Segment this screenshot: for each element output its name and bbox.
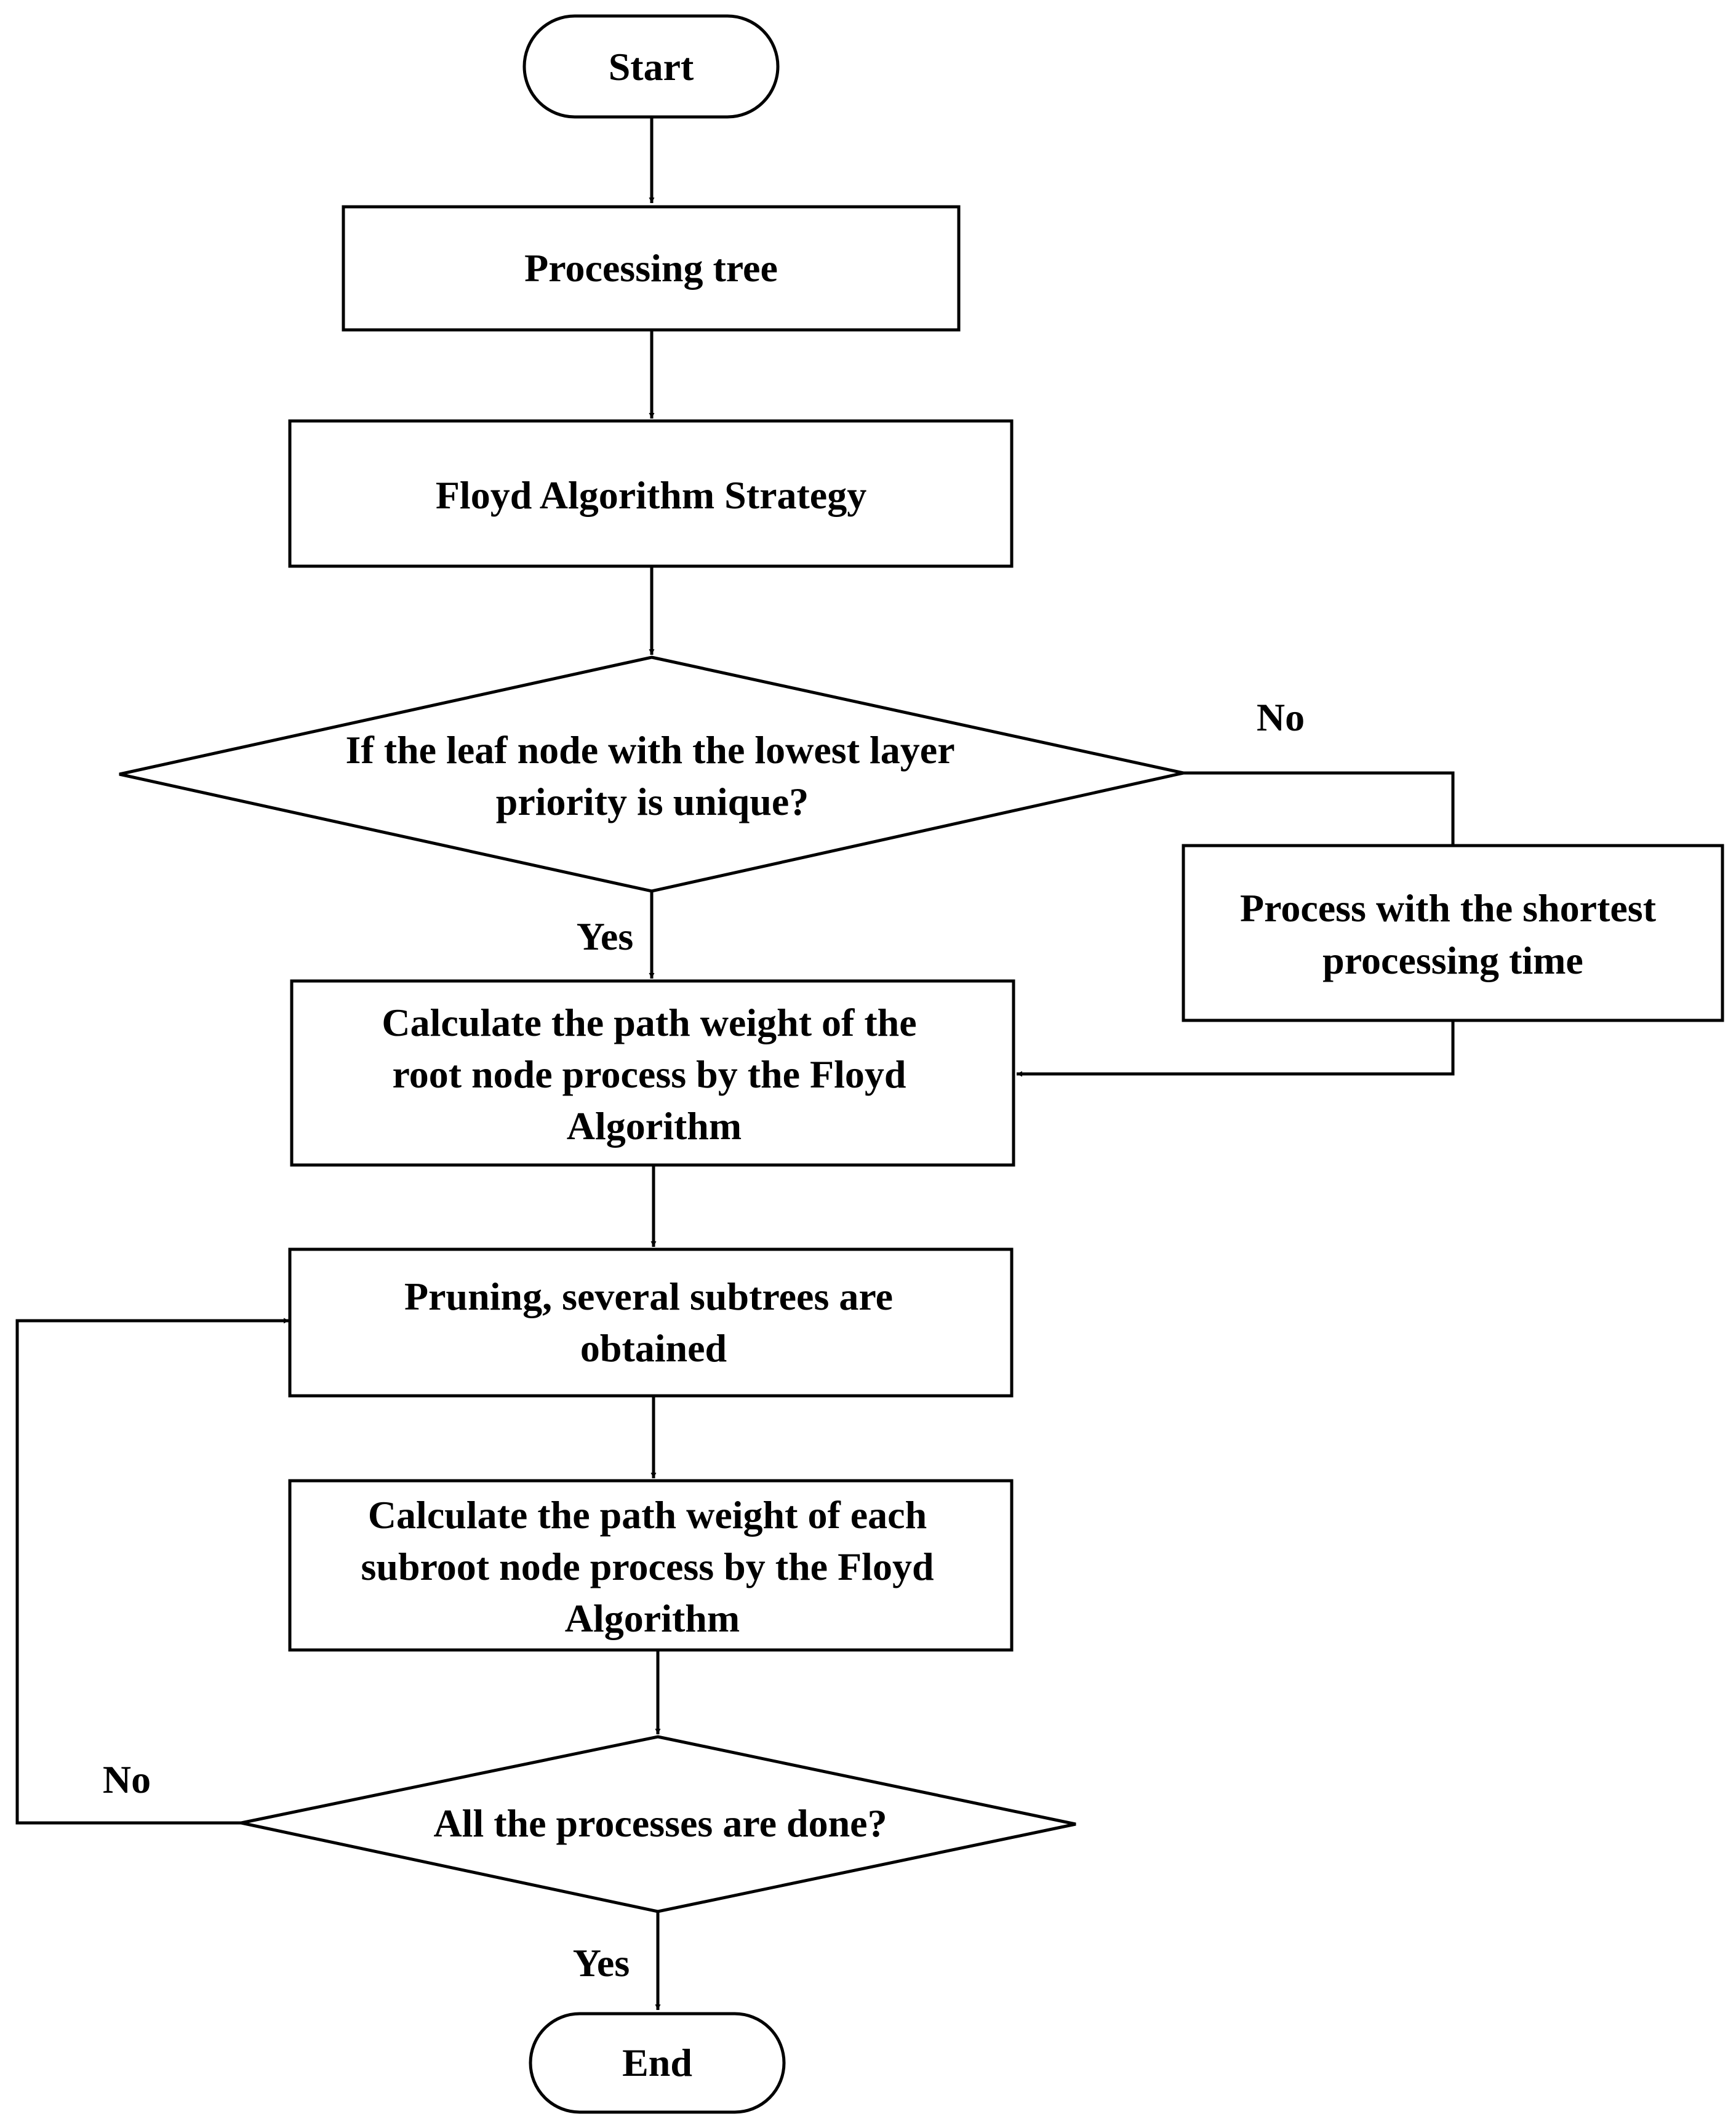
calc-subroot-label: Calculate the path weight of each subroo… — [361, 1493, 943, 1640]
edge-label-done-yes: Yes — [573, 1941, 630, 1985]
arrow-shortest-time-to-calc-root — [1017, 1020, 1455, 1077]
pruning-label: Pruning, several subtrees are obtained — [404, 1275, 903, 1370]
calc-subroot-box: Calculate the path weight of each subroo… — [288, 1479, 1014, 1652]
connector-decision-no-to-shortest-time — [1183, 771, 1455, 844]
processing-tree-box: Processing tree — [342, 205, 961, 332]
pruning-box: Pruning, several subtrees are obtained — [288, 1247, 1014, 1398]
floyd-strategy-box: Floyd Algorithm Strategy — [288, 419, 1014, 568]
connectors — [15, 117, 1455, 2010]
calc-root-label: Calculate the path weight of the root no… — [382, 1001, 926, 1148]
arrow-decision-done-no-to-pruning — [15, 1318, 289, 1825]
decision-unique-label: If the leaf node with the lowest layer p… — [346, 728, 964, 823]
shortest-time-label: Process with the shortest processing tim… — [1240, 886, 1666, 982]
start-label: Start — [609, 45, 694, 89]
processing-tree-label: Processing tree — [524, 246, 778, 290]
decision-done-label: All the processes are done? — [433, 1801, 887, 1845]
start-terminator: Start — [522, 14, 780, 119]
shortest-time-box: Process with the shortest processing tim… — [1182, 844, 1724, 1022]
edge-label-unique-no: No — [1257, 695, 1305, 739]
end-terminator: End — [529, 2012, 786, 2114]
edge-label-done-no: No — [103, 1758, 151, 1801]
decision-unique-diamond: If the leaf node with the lowest layer p… — [119, 655, 1184, 893]
decision-done-diamond: All the processes are done? — [241, 1735, 1076, 1913]
edge-label-unique-yes: Yes — [577, 915, 633, 958]
calc-root-box: Calculate the path weight of the root no… — [290, 979, 1015, 1167]
floyd-strategy-label: Floyd Algorithm Strategy — [436, 473, 866, 517]
end-label: End — [622, 2041, 692, 2084]
